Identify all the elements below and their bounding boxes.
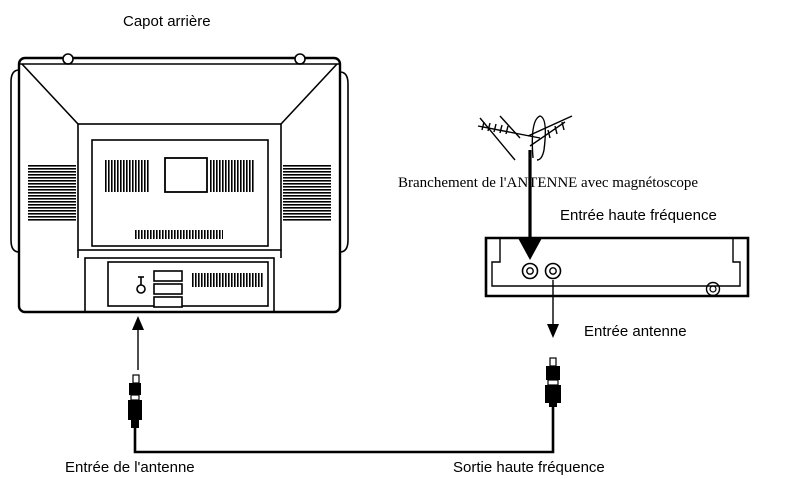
rear-cover-label: Capot arrière (123, 13, 211, 30)
terminal-grille (192, 273, 263, 287)
antenna-icon (477, 115, 573, 161)
tv-input-arrow (132, 316, 144, 370)
left-coax-plug (128, 374, 142, 428)
inner-left-grille (105, 160, 150, 192)
right-coax-plug (545, 357, 561, 407)
antenna-input-label: Entrée antenne (584, 323, 687, 340)
right-vent-grille (283, 164, 331, 222)
lower-grille (135, 230, 223, 239)
rf-output-label: Sortie haute fréquence (453, 459, 605, 476)
tv-antenna-input-label: Entrée de l'antenne (65, 459, 195, 476)
vcr-back-panel (484, 236, 750, 298)
left-vent-grille (28, 164, 76, 222)
tv-rear-cover (10, 53, 349, 314)
antenna-feed-line (518, 150, 542, 260)
coax-cable (133, 406, 555, 454)
inner-right-grille (210, 160, 255, 192)
antenna-vcr-connection-label: Branchement de l'ANTENNE avec magnétosco… (398, 175, 699, 191)
rf-input-label: Entrée haute fréquence (560, 207, 717, 224)
vcr-output-arrow (547, 280, 559, 338)
